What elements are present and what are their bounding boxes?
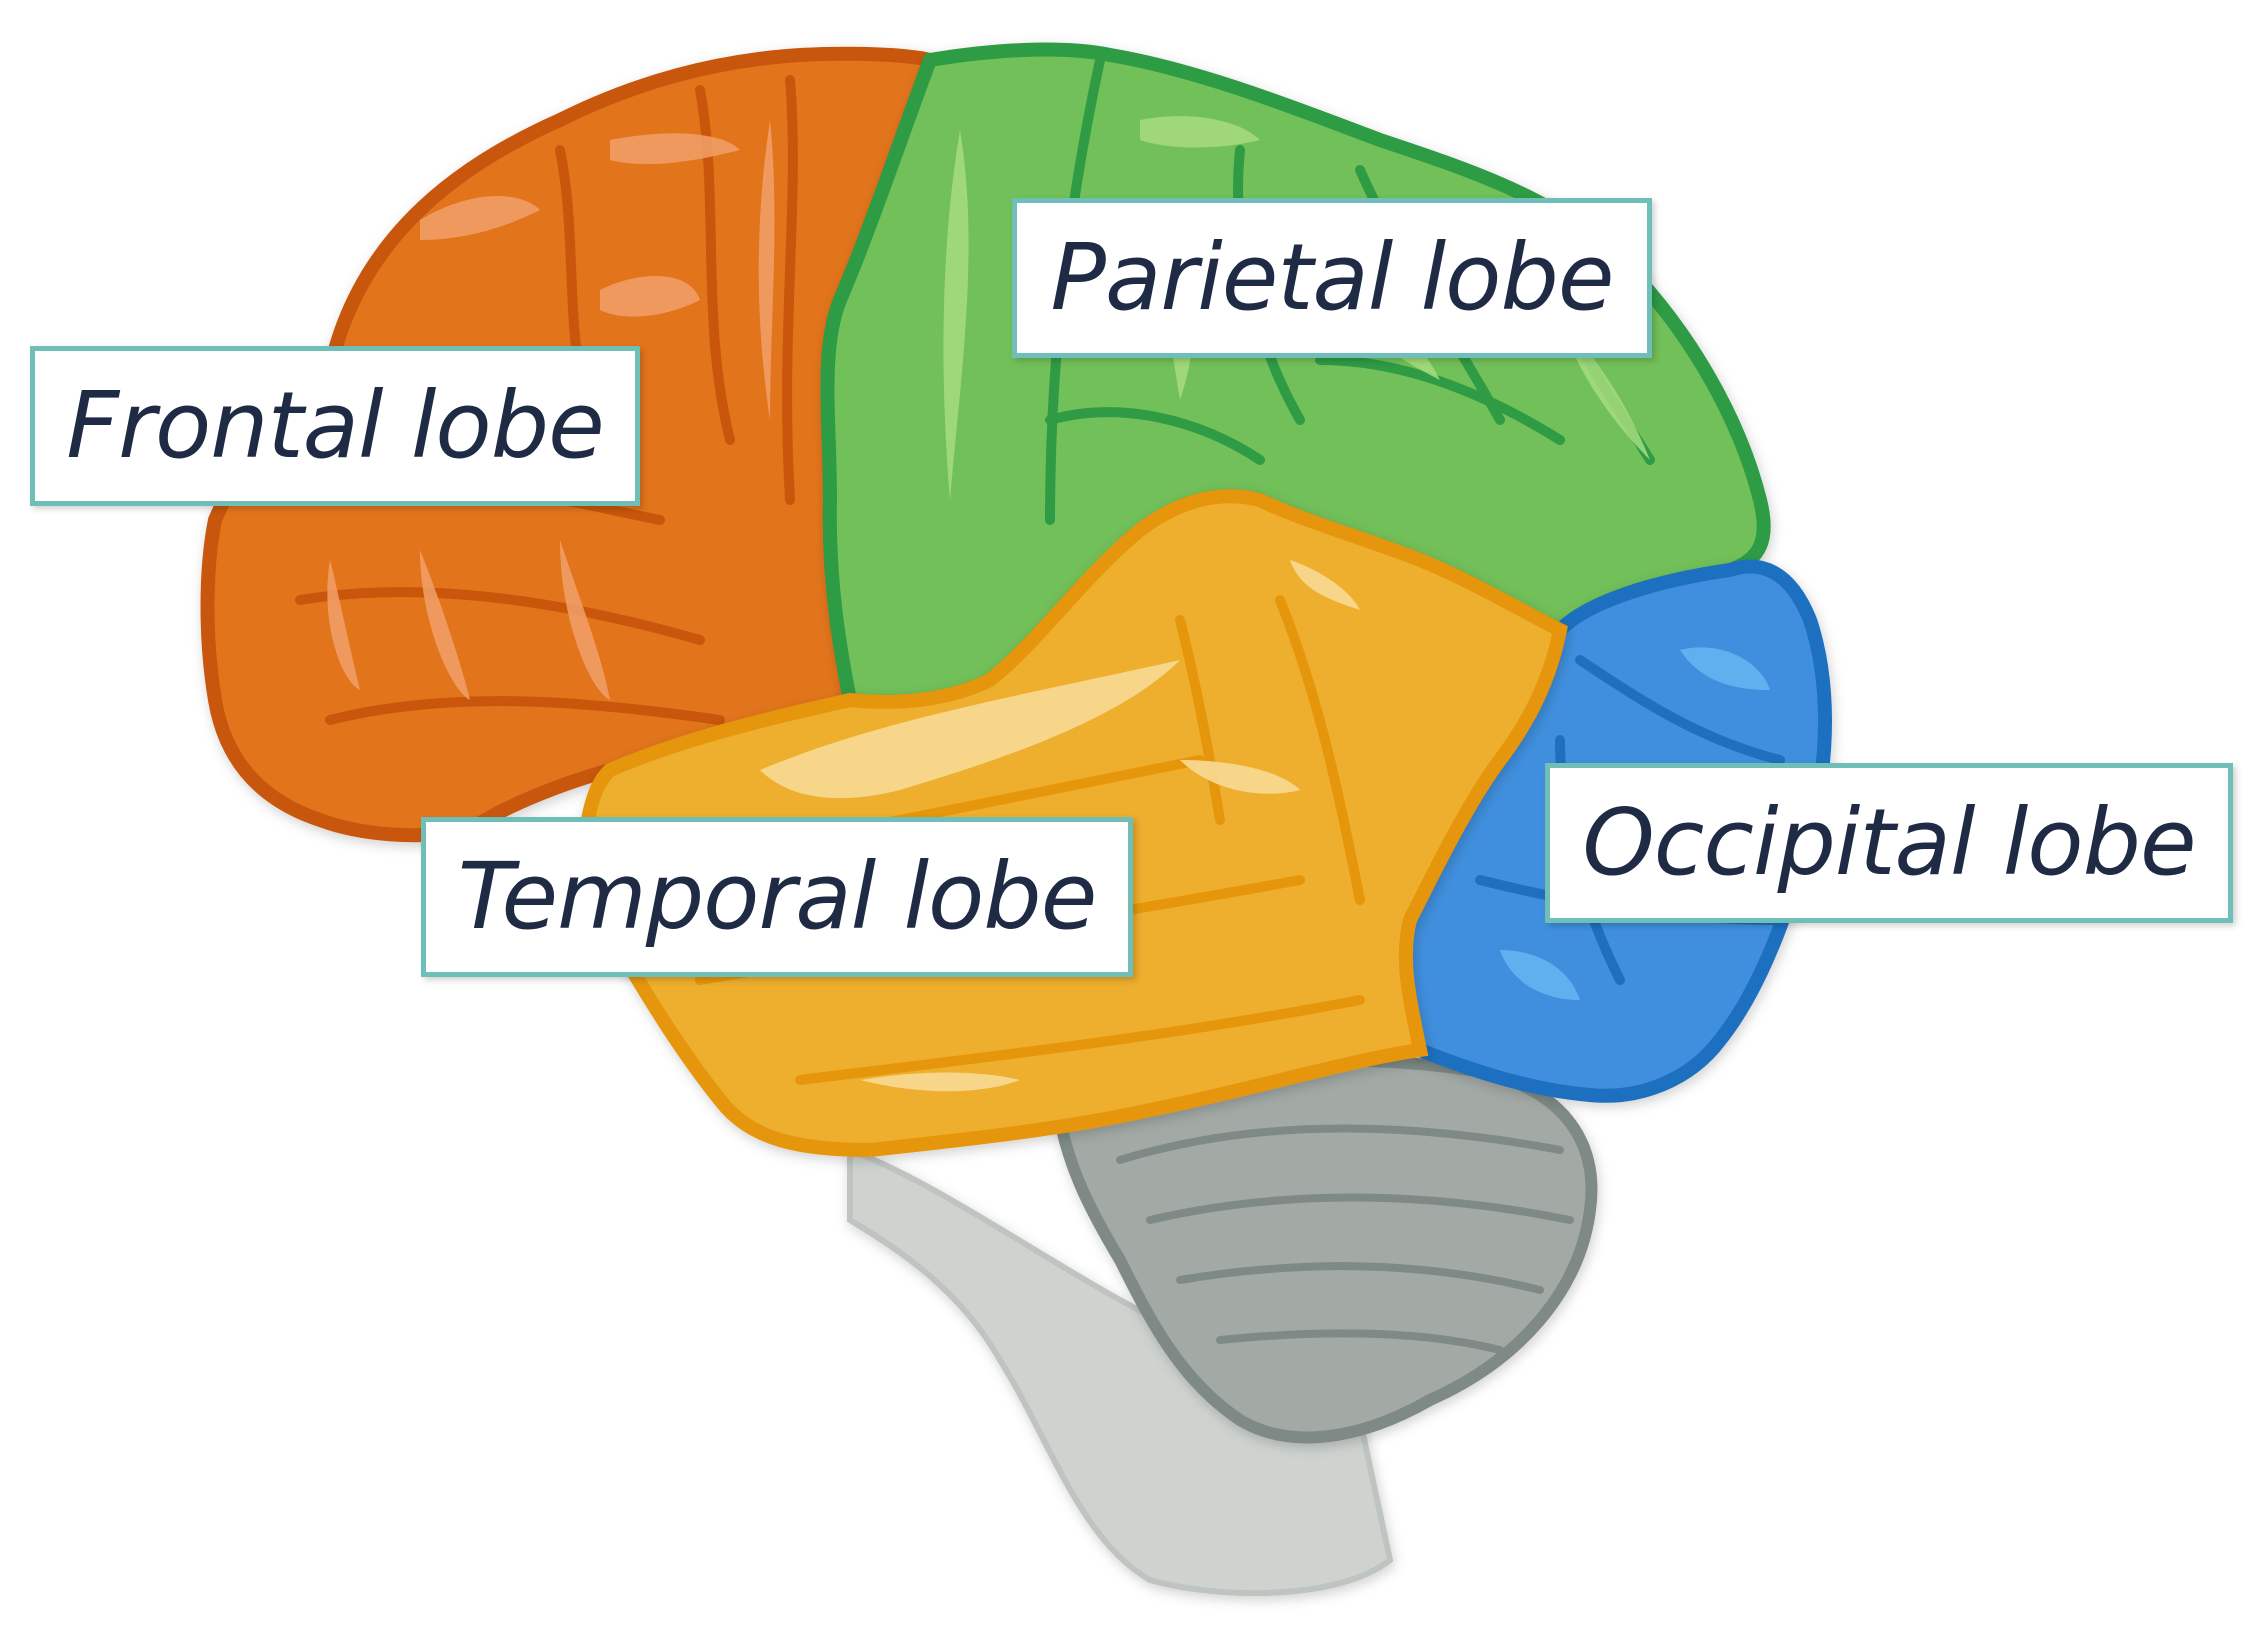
brainstem — [847, 1145, 1394, 1597]
temporal-highlights — [760, 560, 1360, 1092]
frontal-highlights — [327, 120, 775, 700]
frontal-lobe-label: Frontal lobe — [30, 346, 640, 506]
occipital-lobe-label: Occipital lobe — [1545, 763, 2233, 923]
occipital-highlights — [1500, 647, 1770, 1000]
cerebellum-folds — [1116, 1124, 1574, 1354]
parietal-lobe-label: Parietal lobe — [1012, 198, 1652, 358]
temporal-lobe-label: Temporal lobe — [421, 817, 1133, 977]
